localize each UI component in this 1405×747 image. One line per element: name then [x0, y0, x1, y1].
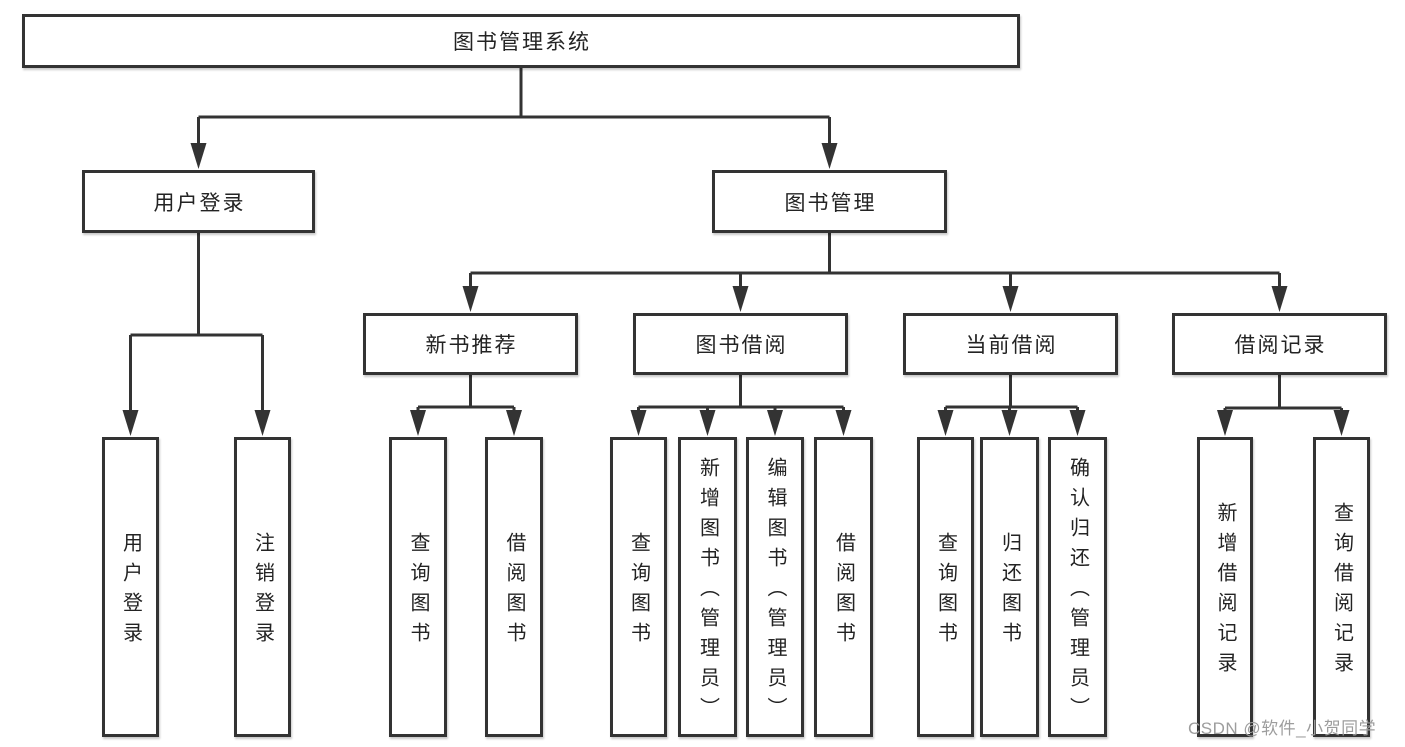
leaf-borrow-book: 借阅图书 — [814, 437, 873, 737]
leaf-edit-book-admin-label: 编辑图书（管理员） — [764, 457, 786, 727]
node-book-management-label: 图书管理 — [784, 191, 877, 215]
node-book-borrow: 图书借阅 — [633, 313, 848, 375]
arrowhead — [821, 143, 838, 169]
arrowhead — [937, 410, 954, 436]
leaf-confirm-return-admin-label: 确认归还（管理员） — [1066, 457, 1089, 727]
leaf-logout-label: 注销登录 — [251, 532, 274, 652]
leaf-borrow-book-label: 借阅图书 — [832, 532, 855, 652]
leaf-add-borrow-record: 新增借阅记录 — [1197, 437, 1253, 737]
node-book-management: 图书管理 — [712, 170, 947, 233]
node-borrow-record: 借阅记录 — [1172, 313, 1387, 375]
leaf-newbook-query-label: 查询图书 — [407, 532, 429, 652]
edge-bookmgmt-to-level3 — [469, 233, 1281, 290]
arrowhead — [190, 143, 207, 169]
node-current-borrow-label: 当前借阅 — [965, 334, 1058, 357]
arrowhead — [506, 410, 522, 436]
leaf-return-book: 归还图书 — [980, 437, 1039, 737]
leaf-current-query-book: 查询图书 — [917, 437, 974, 737]
arrowhead — [122, 410, 139, 436]
leaf-query-borrow-record-label: 查询借阅记录 — [1330, 502, 1353, 682]
arrowhead — [1002, 286, 1019, 312]
leaf-newbook-query: 查询图书 — [389, 437, 447, 737]
leaf-add-book-admin-label: 新增图书（管理员） — [696, 457, 719, 727]
node-new-book-recommend: 新书推荐 — [363, 313, 578, 375]
leaf-borrow-query-book-label: 查询图书 — [627, 532, 650, 652]
arrowhead — [1333, 410, 1350, 436]
arrowhead — [732, 286, 749, 312]
node-current-borrow: 当前借阅 — [903, 313, 1118, 375]
edge-borrowrecord-to-leaves — [1223, 375, 1343, 414]
edge-newbook-to-leaves — [416, 375, 516, 414]
node-new-book-recommend-label: 新书推荐 — [425, 334, 518, 357]
edge-bookborrow-to-leaves — [637, 375, 845, 414]
node-borrow-record-label: 借阅记录 — [1234, 334, 1327, 357]
arrowhead — [1271, 286, 1288, 312]
leaf-newbook-borrow-label: 借阅图书 — [503, 532, 525, 652]
leaf-confirm-return-admin: 确认归还（管理员） — [1048, 437, 1107, 737]
edge-userlogin-to-leaves — [129, 233, 264, 414]
node-book-borrow-label: 图书借阅 — [695, 334, 788, 357]
leaf-edit-book-admin: 编辑图书（管理员） — [746, 437, 804, 737]
leaf-borrow-query-book: 查询图书 — [610, 437, 667, 737]
leaf-user-login-label: 用户登录 — [119, 532, 142, 652]
leaf-add-borrow-record-label: 新增借阅记录 — [1214, 502, 1236, 682]
leaf-add-book-admin: 新增图书（管理员） — [678, 437, 737, 737]
arrowhead — [630, 410, 647, 436]
arrowhead — [410, 410, 426, 436]
arrowhead — [835, 410, 852, 436]
node-root-label: 图书管理系统 — [453, 31, 591, 54]
leaf-logout: 注销登录 — [234, 437, 291, 737]
leaf-return-book-label: 归还图书 — [998, 532, 1021, 652]
node-user-login-label: 用户登录 — [153, 191, 246, 215]
arrowhead — [1069, 410, 1086, 436]
edge-root-to-level2 — [197, 68, 831, 147]
csdn-watermark: CSDN @软件_小贺同学 — [1188, 719, 1377, 738]
arrowhead — [1001, 410, 1018, 436]
arrowheads — [122, 143, 1350, 436]
arrowhead — [254, 410, 271, 436]
arrowhead — [767, 410, 783, 436]
leaf-user-login: 用户登录 — [102, 437, 159, 737]
node-user-login: 用户登录 — [82, 170, 315, 233]
leaf-newbook-borrow: 借阅图书 — [485, 437, 543, 737]
leaf-query-borrow-record: 查询借阅记录 — [1313, 437, 1370, 737]
leaf-current-query-book-label: 查询图书 — [934, 532, 957, 652]
arrowhead — [699, 410, 716, 436]
arrowhead — [1217, 410, 1233, 436]
arrowhead — [462, 286, 479, 312]
edge-currentborrow-to-leaves — [944, 375, 1079, 414]
node-root: 图书管理系统 — [22, 14, 1020, 68]
